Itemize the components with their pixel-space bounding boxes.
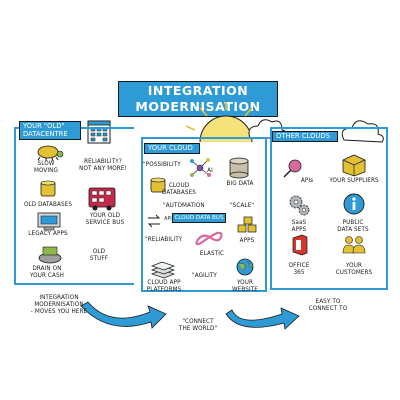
turtle-icon: [37, 145, 64, 162]
your-customers-label: YOUR CUSTOMERS: [335, 262, 373, 276]
cloud-database-icon: [150, 177, 166, 193]
apps-label: APPS: [239, 237, 255, 244]
apis-label: APIs: [300, 177, 314, 184]
reliability-question-label: RELIABILITY? NOT ANY MORE!: [79, 158, 127, 172]
your-cloud-panel: [141, 137, 267, 292]
office-365-label: OFFICE 365: [288, 262, 310, 276]
legacy-apps-label: LEGACY APPS: [28, 230, 68, 237]
other-clouds-header: OTHER CLOUDS: [272, 131, 338, 142]
cloud-data-bus-header: CLOUD DATA BUS: [172, 213, 226, 223]
api-label: API: [164, 216, 172, 222]
bottom-middle-caption: "CONNECT THE WORLD": [178, 318, 218, 332]
bus-icon: [88, 187, 116, 211]
automation-label: "AUTOMATION: [163, 202, 205, 209]
legacy-apps-icon: [37, 212, 61, 231]
cloud-databases-label: CLOUD DATABASES: [162, 182, 196, 196]
slow-moving-label: SLOW MOVING: [33, 160, 58, 174]
old-service-bus-label: YOUR OLD SERVICE BUS: [85, 212, 125, 226]
your-suppliers-label: YOUR SUPPLIERS: [329, 177, 379, 184]
app-platforms-icon: [150, 261, 176, 279]
other-clouds-panel: [270, 127, 388, 290]
your-cloud-header: YOUR CLOUD: [144, 143, 200, 154]
bottom-left-caption: INTEGRATION MODERNISATION - MOVES YOU HE…: [30, 294, 88, 315]
api-connector-icon: [283, 159, 302, 178]
reliability-label: "RELIABILITY: [145, 236, 183, 243]
possibility-label: "POSSIBILITY: [143, 161, 181, 168]
old-databases-label: OLD DATABASES: [23, 201, 73, 208]
big-data-icon: [229, 157, 249, 179]
info-icon: [343, 193, 365, 215]
agility-label: "AGILITY: [192, 272, 217, 279]
left-arrow-icon: [80, 301, 167, 329]
customers-icon: [342, 236, 366, 254]
ai-network-icon: [190, 158, 211, 177]
public-data-sets-label: PUBLIC DATA SETS: [337, 219, 369, 233]
apps-cubes-icon: [237, 216, 257, 233]
api-arrows-icon: [147, 214, 161, 228]
old-database-icon: [40, 180, 56, 197]
globe-icon: [236, 258, 254, 276]
money-drain-icon: [38, 246, 62, 264]
page-title: INTEGRATION MODERNISATION: [135, 83, 261, 114]
gears-icon: [289, 195, 310, 216]
scale-label: "SCALE": [229, 202, 255, 209]
old-stuff-label: OLD STUFF: [89, 248, 109, 262]
bottom-right-caption: EASY TO CONNECT TO: [308, 298, 348, 312]
elastic-icon: [195, 231, 223, 246]
drain-cash-label: DRAIN ON YOUR CASH: [29, 265, 65, 279]
your-website-label: YOUR WEBSITE: [232, 279, 258, 293]
suppliers-box-icon: [342, 154, 366, 177]
building-icon: [87, 120, 111, 144]
old-datacentre-header: YOUR "OLD" DATACENTRE: [19, 121, 81, 140]
cloud-app-platforms-label: CLOUD APP PLATFORMS: [146, 279, 182, 293]
title-banner: [118, 81, 278, 117]
elastic-label: ELASTIC: [199, 250, 225, 257]
office-365-icon: [292, 234, 308, 256]
big-data-label: BIG DATA: [226, 180, 254, 187]
saas-apps-label: SaaS APPS: [291, 219, 307, 233]
ai-label: AI: [207, 167, 213, 174]
right-arrow-icon: [225, 307, 300, 330]
